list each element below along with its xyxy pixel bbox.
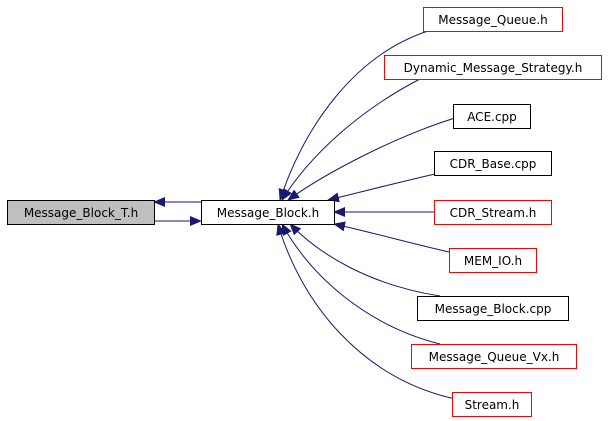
node-box [453, 104, 531, 129]
edge-n10-n1 [276, 223, 461, 401]
node-box [7, 200, 155, 225]
graph-node[interactable]: Dynamic_Message_Strategy.h [384, 55, 602, 80]
node-box [434, 151, 552, 176]
node-label: Message_Queue_Vx.h [429, 350, 560, 364]
node-box [434, 200, 552, 225]
node-box [417, 296, 569, 321]
node-box [411, 344, 577, 369]
graph-node[interactable]: Message_Queue_Vx.h [411, 344, 577, 369]
edge-n8-n1 [289, 223, 441, 297]
node-label: Dynamic_Message_Strategy.h [404, 61, 583, 75]
node-box [201, 200, 335, 225]
graph-node[interactable]: CDR_Base.cpp [434, 151, 552, 176]
node-box [449, 248, 537, 273]
node-label: Message_Block.cpp [435, 302, 552, 316]
node-label: Stream.h [465, 398, 520, 412]
edge-n4-n1 [287, 117, 456, 201]
graph-node[interactable]: Stream.h [452, 392, 532, 417]
node-label: Message_Block_T.h [24, 206, 138, 220]
graph-node[interactable]: Message_Block.h [201, 200, 335, 225]
graph-node[interactable]: MEM_IO.h [449, 248, 537, 273]
edge-n3-n1 [281, 78, 421, 201]
node-label: Message_Block.h [217, 206, 319, 220]
graph-node[interactable]: Message_Block.cpp [417, 296, 569, 321]
edge-n9-n1 [281, 223, 441, 345]
node-label: ACE.cpp [467, 110, 517, 124]
graph-node[interactable]: CDR_Stream.h [434, 200, 552, 225]
node-label: Message_Queue.h [438, 13, 547, 27]
node-box [423, 7, 563, 32]
node-label: CDR_Base.cpp [450, 157, 537, 171]
edge-n2-n1 [278, 30, 429, 201]
edge-n5-n1 [327, 173, 436, 203]
graph-node: Message_Block_T.h [7, 200, 155, 225]
node-box [384, 55, 602, 80]
node-label: MEM_IO.h [464, 254, 522, 268]
graph-node[interactable]: Message_Queue.h [423, 7, 563, 32]
edge-n7-n1 [333, 221, 450, 253]
node-box [452, 392, 532, 417]
graph-node[interactable]: ACE.cpp [453, 104, 531, 129]
node-label: CDR_Stream.h [450, 206, 537, 220]
edges-layer [153, 30, 461, 401]
